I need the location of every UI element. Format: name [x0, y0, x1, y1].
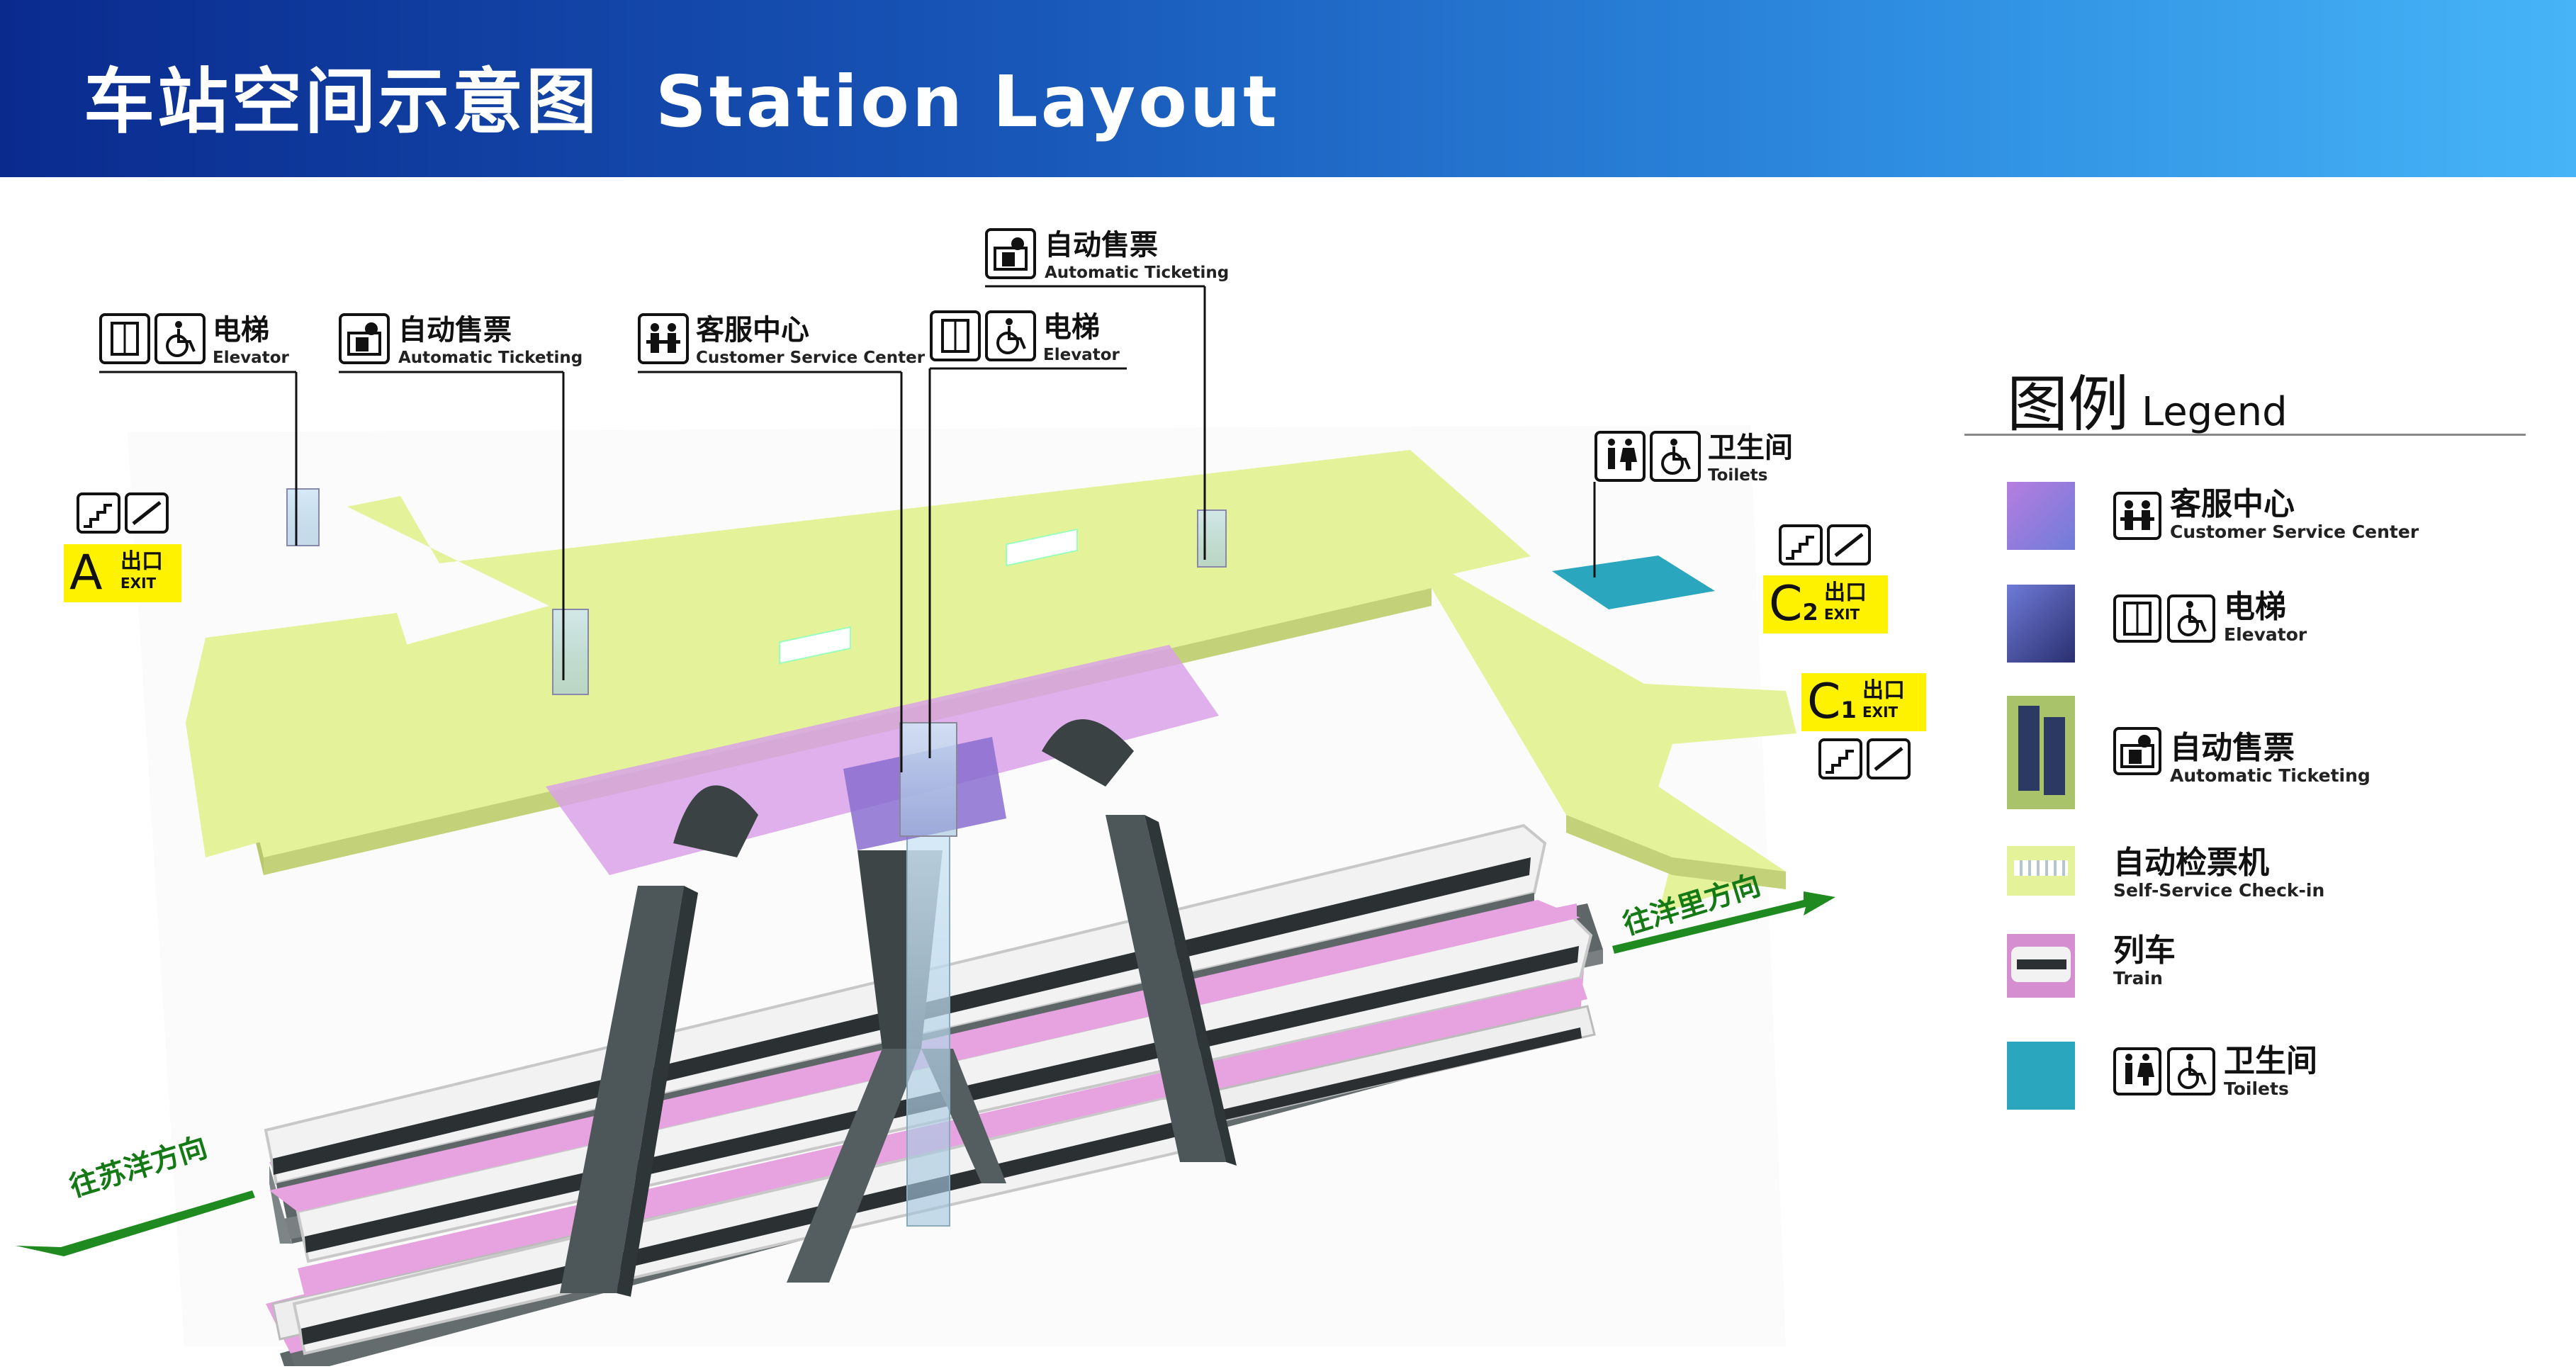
station-diagram: 电梯 Elevator 自动售票 Automatic Ticketing 客服中…: [0, 177, 1928, 1369]
callout-label-en: Automatic Ticketing: [398, 349, 583, 367]
stairs-icon: [1818, 738, 1862, 779]
restroom-icon: [2113, 1047, 2161, 1095]
legend-label-zh: 电梯: [2224, 589, 2286, 625]
staff-icon: [2113, 492, 2161, 540]
elevator-paid-left: [552, 609, 589, 695]
legend-label-en: Train: [2113, 968, 2163, 988]
legend-label-zh: 卫生间: [2224, 1043, 2317, 1079]
exit-zh: 出口: [1862, 678, 1905, 703]
stairs-icon: [1779, 524, 1823, 565]
station-3d-illustration: [16, 285, 1835, 1369]
elevator-icon: [99, 313, 150, 364]
legend-swatch-ticketing: [2007, 696, 2075, 809]
callout-label-en: Automatic Ticketing: [1045, 264, 1230, 282]
stairs-icon: [77, 492, 120, 534]
legend: 图例 Legend 客服中心 Customer Service Center 电梯…: [1964, 340, 2531, 1190]
callout-label-zh: 电梯: [1043, 311, 1100, 344]
arrow-left: [16, 1190, 255, 1256]
elevator-left-shaft: [286, 488, 320, 546]
exit-a-badge: A 出口 EXIT: [64, 544, 181, 602]
exit-letter: A: [69, 545, 103, 601]
exit-letter: C: [1769, 576, 1803, 632]
concourse-level: [186, 450, 1796, 914]
legend-label-zh: 自动检票机: [2113, 845, 2269, 881]
legend-divider: [1964, 434, 2526, 436]
escalator-icon: [1827, 524, 1871, 565]
arrow-right: [1612, 891, 1835, 954]
title-en: Station Layout: [655, 60, 1280, 143]
wheelchair-icon: [2167, 595, 2215, 643]
legend-swatch-toilets: [2007, 1042, 2075, 1110]
callout-label-zh: 自动售票: [398, 314, 512, 347]
callout-label-en: Elevator: [1043, 346, 1120, 364]
ticket-gates: [779, 528, 1078, 665]
elevator-icon: [930, 310, 981, 361]
header-bar: 车站空间示意图 Station Layout: [0, 0, 2576, 177]
callout-label-zh: 客服中心: [696, 314, 809, 347]
exit-a-group: [77, 492, 169, 534]
toilet-block: [1552, 556, 1715, 609]
legend-label-zh: 列车: [2113, 933, 2176, 969]
callout-lines: [99, 285, 1596, 772]
exit-zh: 出口: [120, 549, 163, 574]
exit-letter: C: [1807, 674, 1841, 730]
legend-label-en: Self-Service Check-in: [2113, 880, 2325, 901]
legend-title-en: Legend: [2142, 389, 2288, 435]
wheelchair-icon: [154, 313, 206, 364]
exit-en: EXIT: [1824, 606, 1860, 623]
staff-icon: [638, 313, 689, 364]
legend-swatch-checkin: [2007, 846, 2075, 896]
elevator-right-shaft: [1197, 509, 1227, 568]
wheelchair-icon: [985, 310, 1036, 361]
page-title: 车站空间示意图 Station Layout: [84, 44, 1280, 147]
legend-swatch-elevator: [2007, 585, 2075, 663]
corridor-exit-a: [186, 613, 432, 857]
escalator-right: [1042, 719, 1134, 787]
ticket-machine-icon: [2113, 727, 2161, 775]
callout-label-en: Customer Service Center: [696, 349, 926, 367]
exit-sub: 2: [1802, 599, 1818, 626]
ticket-machine-icon: [985, 228, 1036, 279]
legend-title-zh: 图例: [2007, 369, 2129, 440]
legend-label-zh: 自动售票: [2170, 730, 2295, 766]
stair-left: [560, 886, 698, 1297]
restroom-icon: [1594, 431, 1646, 482]
elevator-icon: [2113, 595, 2161, 643]
legend-label-en: Customer Service Center: [2170, 522, 2419, 542]
exit-c2-group: [1779, 524, 1871, 565]
legend-swatch-train: [2007, 934, 2075, 998]
direction-arrows: [16, 891, 1835, 1256]
exit-en: EXIT: [120, 575, 157, 592]
service-center-block: [843, 722, 1006, 850]
callout-label-en: Toilets: [1708, 466, 1768, 485]
wheelchair-icon: [1650, 431, 1701, 482]
callout-label-zh: 自动售票: [1045, 229, 1158, 261]
legend-label-zh: 客服中心: [2170, 486, 2295, 522]
exit-sub: 1: [1840, 697, 1857, 723]
callout-label-zh: 卫生间: [1708, 432, 1793, 464]
wheelchair-icon: [2167, 1047, 2215, 1095]
escalator-icon: [125, 492, 169, 534]
escalator-left: [673, 785, 758, 857]
exit-c2-badge: C2 出口 EXIT: [1763, 575, 1888, 633]
exit-en: EXIT: [1862, 704, 1899, 721]
legend-label-en: Elevator: [2224, 624, 2307, 645]
legend-label-en: Toilets: [2224, 1078, 2289, 1099]
legend-swatch-service: [2007, 482, 2075, 550]
stair-center: [787, 835, 1006, 1283]
callout-label-zh: 电梯: [213, 314, 269, 347]
legend-title: 图例 Legend: [2007, 354, 2288, 443]
exit-zh: 出口: [1824, 580, 1867, 605]
exit-c1-badge: C1 出口 EXIT: [1801, 673, 1926, 731]
exit-c1-group: [1818, 738, 1911, 779]
callout-label-en: Elevator: [213, 349, 289, 367]
legend-label-en: Automatic Ticketing: [2170, 765, 2370, 786]
title-zh: 车站空间示意图: [84, 60, 600, 143]
stair-right: [1106, 815, 1237, 1166]
escalator-icon: [1867, 738, 1911, 779]
ticket-machine-icon: [339, 313, 390, 364]
